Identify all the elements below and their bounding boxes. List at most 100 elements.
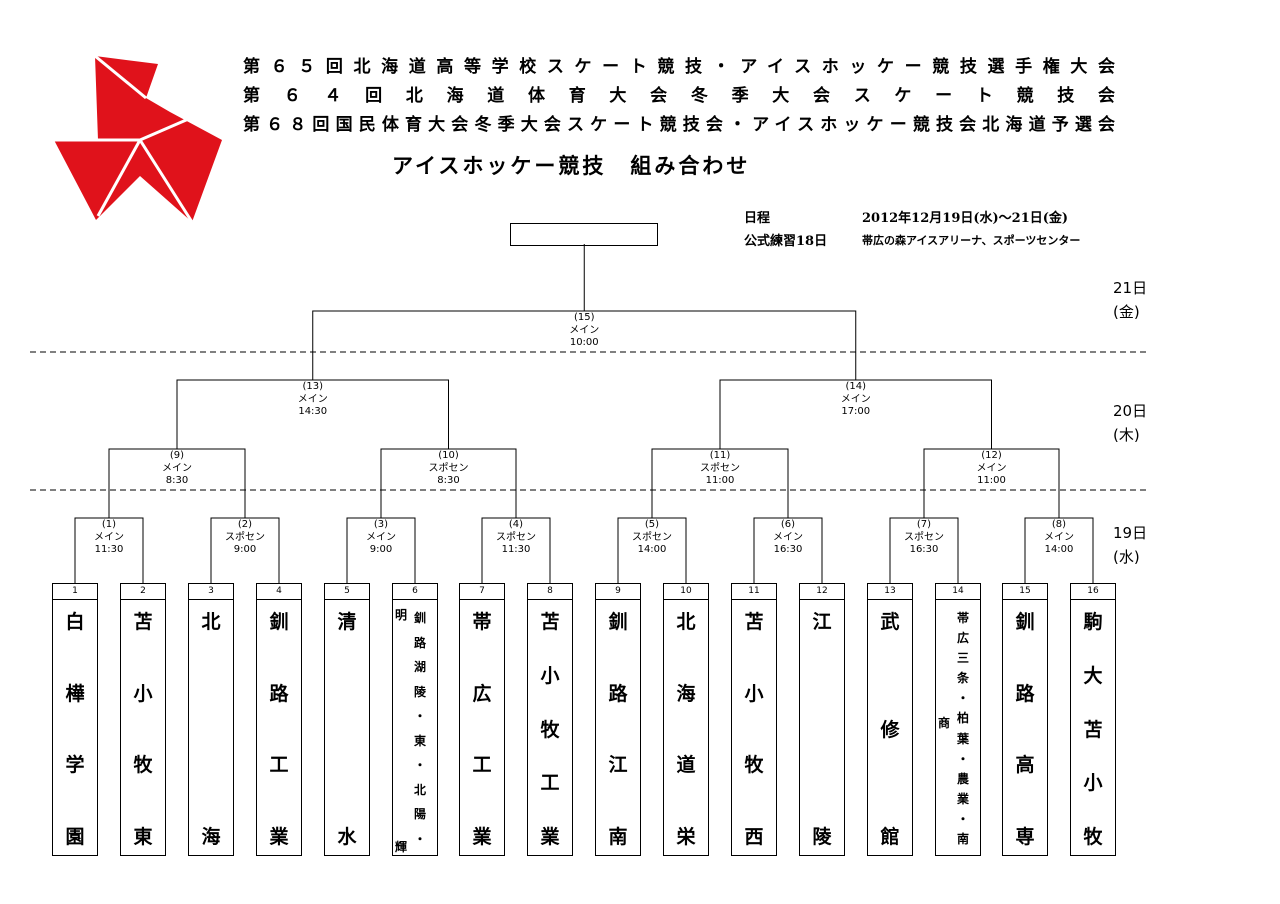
- game-no: (5): [644, 519, 660, 530]
- game-venue: メイン: [162, 462, 192, 474]
- team-box: 7 帯広工業: [459, 583, 505, 856]
- game-no: (3): [373, 519, 389, 530]
- team-box: 11 苫小牧西: [731, 583, 777, 856]
- team-box: 12 江陵: [799, 583, 845, 856]
- game-venue: スポセン: [225, 531, 265, 543]
- team-box: 2 苫小牧東: [120, 583, 166, 856]
- team-box: 6 釧路湖陵・東・北陽・明輝: [392, 583, 438, 856]
- practice-venues: 帯広の森アイスアリーナ、スポーツセンター: [862, 234, 1081, 247]
- game-time: 9:00: [233, 544, 257, 555]
- schedule-dates: 2012年12月19日(水)～21日(金): [862, 211, 1069, 226]
- team-box: 9 釧路江南: [595, 583, 641, 856]
- game-venue: スポセン: [428, 462, 469, 474]
- team-number: 5: [325, 584, 369, 600]
- page-subtitle: アイスホッケー競技 組み合わせ: [392, 154, 751, 178]
- team-name: 苫小牧工業: [540, 611, 560, 848]
- team-number: 1: [53, 584, 97, 600]
- team-box: 14 帯広三条・柏葉・農業・南商: [935, 583, 981, 856]
- team-name: 帯広工業: [472, 611, 492, 848]
- game-time: 11:00: [705, 475, 735, 486]
- team-name: 北海: [201, 611, 221, 848]
- day-label-20: 20日(木): [1113, 402, 1148, 444]
- game-venue: メイン: [773, 531, 803, 543]
- game-no: (9): [169, 450, 185, 461]
- game-time: 14:00: [637, 544, 667, 555]
- game-no: (15): [573, 312, 595, 323]
- team-number: 10: [664, 584, 708, 600]
- team-number: 9: [596, 584, 640, 600]
- practice-label: 公式練習18日: [744, 234, 828, 249]
- team-number: 6: [393, 584, 437, 600]
- game-time: 14:00: [1044, 544, 1074, 555]
- team-box: 3 北海: [188, 583, 234, 856]
- game-venue: メイン: [94, 531, 124, 543]
- team-box: 8 苫小牧工業: [527, 583, 573, 856]
- team-number: 7: [460, 584, 504, 600]
- game-venue: スポセン: [700, 462, 740, 474]
- game-venue: スポセン: [496, 531, 536, 543]
- title-line-3: 第６８回国民体育大会冬季大会スケート競技会・アイスホッケー競技会北海道予選会: [243, 115, 1115, 135]
- game-venue: メイン: [976, 462, 1007, 474]
- game-time: 11:30: [94, 544, 124, 555]
- team-box: 10 北海道栄: [663, 583, 709, 856]
- game-time: 8:30: [437, 475, 460, 486]
- game-time: 8:30: [165, 475, 189, 486]
- team-number: 13: [868, 584, 912, 600]
- team-number: 14: [936, 584, 980, 600]
- team-name: 帯広三条・柏葉・農業・南商: [938, 611, 969, 846]
- team-name: 釧路江南: [608, 611, 628, 848]
- team-number: 4: [257, 584, 301, 600]
- game-no: (12): [981, 450, 1002, 461]
- team-number: 8: [528, 584, 572, 600]
- logo: [50, 52, 225, 224]
- game-no: (10): [438, 450, 459, 461]
- game-no: (4): [508, 519, 524, 530]
- team-name: 武修館: [880, 611, 900, 848]
- game-venue: スポセン: [632, 531, 672, 543]
- team-name: 釧路湖陵・東・北陽・明輝: [395, 608, 426, 854]
- game-no: (6): [780, 519, 796, 530]
- team-number: 11: [732, 584, 776, 600]
- team-name: 江陵: [812, 611, 832, 848]
- team-number: 3: [189, 584, 233, 600]
- team-box: 13 武修館: [867, 583, 913, 856]
- team-number: 2: [121, 584, 165, 600]
- game-venue: メイン: [569, 324, 600, 336]
- team-number: 12: [800, 584, 844, 600]
- game-venue: メイン: [366, 531, 396, 543]
- team-name: 北海道栄: [676, 611, 696, 848]
- game-time: 10:00: [569, 337, 599, 348]
- game-time: 9:00: [369, 544, 393, 555]
- game-no: (11): [709, 450, 731, 461]
- team-name: 苫小牧西: [744, 611, 764, 848]
- game-no: (1): [101, 519, 117, 530]
- game-venue: メイン: [297, 393, 328, 405]
- title-line-1: 第６５回北海道高等学校スケート競技・アイスホッケー競技選手権大会: [243, 57, 1115, 77]
- game-no: (2): [237, 519, 253, 530]
- game-venue: メイン: [840, 393, 871, 405]
- final-box: [510, 223, 658, 246]
- game-no: (14): [845, 381, 867, 392]
- schedule-label: 日程: [744, 211, 771, 226]
- team-name: 白樺学園: [65, 611, 85, 848]
- game-venue: メイン: [1044, 531, 1074, 543]
- game-time: 16:30: [773, 544, 803, 555]
- team-box: 1 白樺学園: [52, 583, 98, 856]
- team-name: 苫小牧東: [133, 611, 153, 848]
